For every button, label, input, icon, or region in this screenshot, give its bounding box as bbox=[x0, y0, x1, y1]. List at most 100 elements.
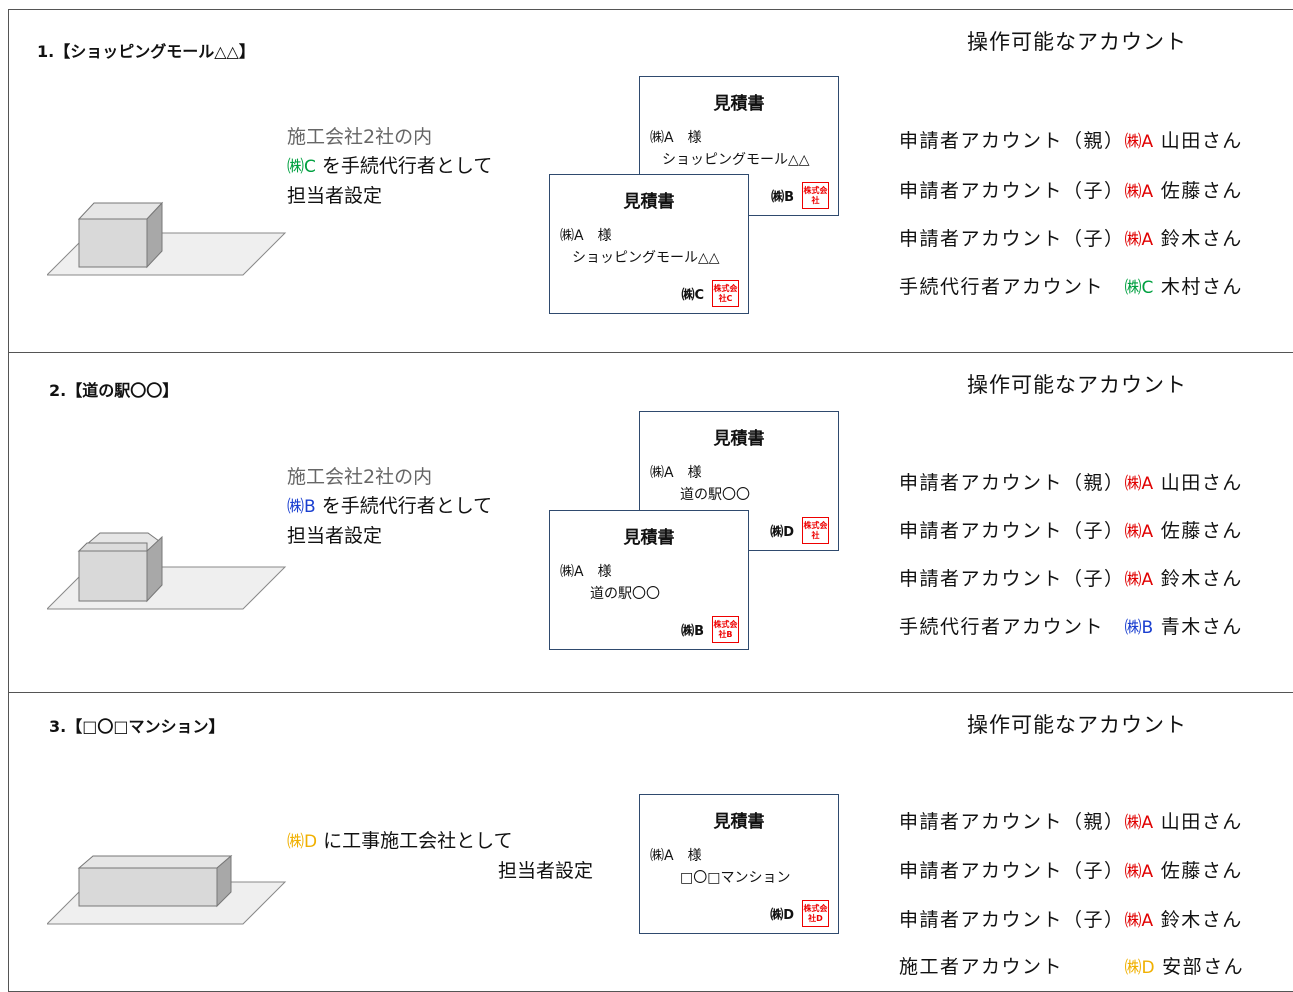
account-user-name: 山田さん bbox=[1153, 130, 1243, 152]
account-role: 申請者アカウント（子） bbox=[899, 228, 1125, 250]
company-mark: ㈱A bbox=[1124, 132, 1154, 152]
estimate-document-front: 見積書 ㈱A 様 ショッピングモール△△ ㈱C 株式会社C bbox=[549, 174, 749, 314]
doc-recipient: ㈱A 様 bbox=[650, 465, 702, 481]
account-user-name: 鈴木さん bbox=[1153, 568, 1243, 590]
company-mark: ㈱B bbox=[1124, 618, 1154, 638]
account-role: 申請者アカウント（子） bbox=[899, 568, 1125, 590]
account-user-name: 山田さん bbox=[1153, 472, 1243, 494]
account-row: 申請者アカウント（子）㈱A 鈴木さん bbox=[899, 224, 1243, 251]
doc-recipient: ㈱A 様 bbox=[560, 228, 612, 244]
building-shopping-mall-icon bbox=[47, 201, 287, 276]
doc-title: 見積書 bbox=[713, 429, 765, 449]
doc-recipient: ㈱A 様 bbox=[650, 848, 702, 864]
building-roadside-station-icon bbox=[47, 532, 287, 610]
assignment-description: 施工会社2社の内 ㈱B を手続代行者として 担当者設定 bbox=[287, 463, 492, 551]
account-user-name: 鈴木さん bbox=[1153, 228, 1243, 250]
desc-line: 施工会社2社の内 bbox=[287, 126, 433, 148]
company-mark: ㈱A bbox=[1124, 182, 1154, 202]
account-role: 申請者アカウント（子） bbox=[899, 909, 1125, 931]
company-mark: ㈱A bbox=[1124, 862, 1154, 882]
section-title: 3.【□〇□マンション】 bbox=[49, 717, 225, 736]
account-user-name: 佐藤さん bbox=[1153, 180, 1243, 202]
account-role: 申請者アカウント（子） bbox=[899, 860, 1125, 882]
company-mark: ㈱C bbox=[287, 157, 316, 177]
account-row: 手続代行者アカウント ㈱B 青木さん bbox=[899, 612, 1243, 639]
account-role: 手続代行者アカウント bbox=[899, 616, 1125, 638]
company-mark: ㈱A bbox=[1124, 474, 1154, 494]
account-row: 施工者アカウント ㈱D 安部さん bbox=[899, 952, 1244, 979]
account-user-name: 青木さん bbox=[1153, 616, 1243, 638]
desc-line: 施工会社2社の内 bbox=[287, 466, 433, 488]
desc-line: 担当者設定 bbox=[498, 860, 594, 882]
desc-line: 担当者設定 bbox=[287, 185, 383, 207]
desc-line: に工事施工会社として bbox=[317, 830, 513, 852]
section-3-panel: 3.【□〇□マンション】 操作可能なアカウント ㈱D に工事施工会社として 担当… bbox=[8, 692, 1293, 992]
account-user-name: 佐藤さん bbox=[1153, 520, 1243, 542]
account-role: 申請者アカウント（親） bbox=[899, 472, 1125, 494]
doc-project: ショッピングモール△△ bbox=[662, 152, 810, 168]
desc-line: 担当者設定 bbox=[287, 525, 383, 547]
account-user-name: 木村さん bbox=[1153, 276, 1243, 298]
doc-project: ショッピングモール△△ bbox=[572, 250, 720, 266]
section-2-panel: 2.【道の駅〇〇】 操作可能なアカウント 施工会社2社の内 ㈱B を手続代行者と… bbox=[8, 352, 1293, 693]
section-title: 2.【道の駅〇〇】 bbox=[49, 381, 179, 400]
doc-issuer: ㈱B bbox=[771, 190, 794, 205]
company-seal-stamp: 株式会社D bbox=[802, 900, 829, 927]
building-apartment-icon bbox=[47, 854, 287, 925]
doc-project: 道の駅〇〇 bbox=[680, 487, 750, 503]
doc-title: 見積書 bbox=[623, 192, 675, 212]
doc-recipient: ㈱A 様 bbox=[650, 130, 702, 146]
accounts-header: 操作可能なアカウント bbox=[967, 373, 1187, 397]
account-role: 申請者アカウント（親） bbox=[899, 811, 1125, 833]
account-role: 施工者アカウント bbox=[899, 956, 1125, 978]
doc-issuer: ㈱B bbox=[681, 624, 704, 639]
account-row: 申請者アカウント（親）㈱A 山田さん bbox=[899, 807, 1243, 834]
account-role: 申請者アカウント（子） bbox=[899, 180, 1125, 202]
account-user-name: 佐藤さん bbox=[1153, 860, 1243, 882]
doc-title: 見積書 bbox=[623, 528, 675, 548]
doc-project: □〇□マンション bbox=[680, 870, 791, 886]
doc-issuer: ㈱D bbox=[770, 525, 794, 540]
assignment-description: ㈱D に工事施工会社として 担当者設定 bbox=[287, 827, 593, 886]
company-mark: ㈱A bbox=[1124, 522, 1154, 542]
company-mark: ㈱A bbox=[1124, 570, 1154, 590]
account-user-name: 鈴木さん bbox=[1153, 909, 1243, 931]
doc-title: 見積書 bbox=[713, 94, 765, 114]
company-mark: ㈱D bbox=[1124, 958, 1155, 978]
account-row: 申請者アカウント（子）㈱A 佐藤さん bbox=[899, 856, 1243, 883]
section-title: 1.【ショッピングモール△△】 bbox=[37, 42, 255, 61]
account-user-name: 安部さん bbox=[1154, 956, 1245, 978]
company-seal-stamp: 株式会社 bbox=[802, 517, 829, 544]
account-role: 手続代行者アカウント bbox=[899, 276, 1125, 298]
account-user-name: 山田さん bbox=[1153, 811, 1243, 833]
desc-line: を手続代行者として bbox=[315, 495, 493, 517]
account-row: 申請者アカウント（子）㈱A 鈴木さん bbox=[899, 564, 1243, 591]
company-seal-stamp: 株式会社C bbox=[712, 280, 739, 307]
account-role: 申請者アカウント（親） bbox=[899, 130, 1125, 152]
company-seal-stamp: 株式会社 bbox=[802, 182, 829, 209]
assignment-description: 施工会社2社の内 ㈱C を手続代行者として 担当者設定 bbox=[287, 123, 492, 211]
accounts-header: 操作可能なアカウント bbox=[967, 713, 1187, 737]
company-mark: ㈱A bbox=[1124, 911, 1154, 931]
account-row: 申請者アカウント（親）㈱A 山田さん bbox=[899, 468, 1243, 495]
doc-issuer: ㈱D bbox=[770, 908, 794, 923]
account-row: 申請者アカウント（子）㈱A 鈴木さん bbox=[899, 905, 1243, 932]
company-mark: ㈱B bbox=[287, 497, 316, 517]
company-seal-stamp: 株式会社B bbox=[712, 616, 739, 643]
estimate-document: 見積書 ㈱A 様 □〇□マンション ㈱D 株式会社D bbox=[639, 794, 839, 934]
account-row: 申請者アカウント（親）㈱A 山田さん bbox=[899, 126, 1243, 153]
doc-issuer: ㈱C bbox=[681, 288, 704, 303]
doc-project: 道の駅〇〇 bbox=[590, 586, 660, 602]
estimate-document-front: 見積書 ㈱A 様 道の駅〇〇 ㈱B 株式会社B bbox=[549, 510, 749, 650]
account-row: 手続代行者アカウント ㈱C 木村さん bbox=[899, 272, 1243, 299]
account-row: 申請者アカウント（子）㈱A 佐藤さん bbox=[899, 516, 1243, 543]
company-mark: ㈱A bbox=[1124, 813, 1154, 833]
desc-line: を手続代行者として bbox=[315, 155, 493, 177]
company-mark: ㈱C bbox=[1124, 278, 1154, 298]
company-mark: ㈱A bbox=[1124, 230, 1154, 250]
accounts-header: 操作可能なアカウント bbox=[967, 30, 1187, 54]
account-row: 申請者アカウント（子）㈱A 佐藤さん bbox=[899, 176, 1243, 203]
account-role: 申請者アカウント（子） bbox=[899, 520, 1125, 542]
section-1-panel: 1.【ショッピングモール△△】 操作可能なアカウント 施工会社2社の内 ㈱C を… bbox=[8, 9, 1293, 353]
doc-title: 見積書 bbox=[713, 812, 765, 832]
